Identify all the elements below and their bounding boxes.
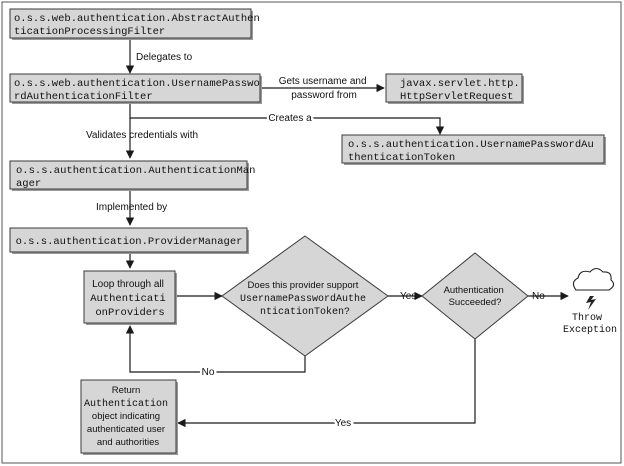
label-gets-username-1: Gets username and bbox=[279, 76, 367, 87]
provider-manager-box: o.s.s.authentication.ProviderManager bbox=[9, 227, 249, 254]
return-line-4: authenticated user bbox=[87, 424, 165, 435]
succeeded-line-1: Authentication bbox=[444, 285, 504, 296]
svg-text:o.s.s.authentication.Authentic: o.s.s.authentication.AuthenticationMan a… bbox=[16, 165, 262, 190]
http-request-line-1: javax.servlet.http. bbox=[400, 78, 520, 90]
svg-text:Return Authentication: Return Authentication object indicating … bbox=[84, 380, 172, 448]
auth-manager-box: o.s.s.authentication.AuthenticationMan a… bbox=[9, 160, 262, 191]
loop-line-2: Authenticati bbox=[90, 293, 166, 305]
abstract-filter-box: o.s.s.web.authentication.AbstractAuthen … bbox=[9, 8, 266, 40]
token-line-2: thenticationToken bbox=[348, 152, 455, 164]
provider-manager-label: o.s.s.authentication.ProviderManager bbox=[16, 236, 243, 248]
return-line-3: object indicating bbox=[92, 411, 160, 422]
label-creates-a: Creates a bbox=[268, 113, 312, 124]
label-validates: Validates credentials with bbox=[86, 130, 198, 141]
label-implemented-by: Implemented by bbox=[96, 202, 167, 213]
username-filter-line-2: rdAuthenticationFilter bbox=[14, 91, 153, 103]
label-yes-supports: Yes bbox=[400, 291, 416, 302]
lightning-bolt-icon bbox=[586, 296, 596, 310]
svg-text:o.s.s.authentication.UsernameP: o.s.s.authentication.UsernamePasswordAu … bbox=[348, 139, 600, 164]
username-filter-line-1: o.s.s.web.authentication.UsernamePasswo bbox=[14, 78, 260, 90]
return-line-1: Return bbox=[112, 385, 141, 396]
username-filter-box: o.s.s.web.authentication.UsernamePasswo … bbox=[9, 73, 266, 104]
svg-text:Authentication Succeeded: Authentication Succeeded? bbox=[444, 285, 507, 308]
svg-text:Loop through all Authent: Loop through all Authenticati onProvider… bbox=[90, 274, 170, 319]
return-line-5: and authorities bbox=[97, 437, 160, 448]
auth-manager-line-1: o.s.s.authentication.AuthenticationMan bbox=[16, 165, 255, 177]
exception-cloud-icon bbox=[572, 267, 615, 310]
auth-manager-line-2: ager bbox=[16, 178, 41, 190]
edge-creates-a bbox=[129, 101, 445, 135]
supports-line-2: UsernamePasswordAuthe bbox=[240, 293, 366, 305]
return-line-2: Authentication bbox=[84, 398, 168, 410]
edge-yes-succeeded bbox=[177, 339, 476, 428]
http-request-box: javax.servlet.http. HttpServletRequest bbox=[385, 73, 526, 104]
succeeded-line-2: Succeeded? bbox=[449, 297, 502, 308]
return-auth-box: Return Authentication object indicating … bbox=[80, 379, 178, 455]
supports-line-3: nticationToken? bbox=[260, 306, 350, 318]
token-box: o.s.s.authentication.UsernamePasswordAu … bbox=[341, 134, 606, 165]
abstract-filter-line-2: ticationProcessingFilter bbox=[14, 26, 165, 38]
label-no-supports: No bbox=[202, 367, 215, 378]
supports-line-1: Does this provider support bbox=[248, 280, 359, 291]
exception-line-2: Exception bbox=[563, 324, 617, 336]
loop-line-3: onProviders bbox=[95, 307, 164, 319]
succeeded-decision: Authentication Succeeded? bbox=[421, 252, 529, 340]
svg-text:Gets username and password: Gets username and password from bbox=[279, 76, 370, 101]
loop-line-1: Loop through all bbox=[92, 279, 164, 290]
svg-text:Throw Exception: Throw Exception bbox=[563, 312, 617, 336]
exception-line-1: Throw bbox=[572, 312, 602, 324]
label-delegates-to: Delegates to bbox=[136, 52, 193, 63]
label-no-succeeded: No bbox=[532, 291, 545, 302]
label-yes-succeeded: Yes bbox=[335, 418, 351, 429]
http-request-line-2: HttpServletRequest bbox=[400, 91, 513, 103]
loop-providers-box: Loop through all Authenticati onProvider… bbox=[83, 270, 177, 325]
abstract-filter-line-1: o.s.s.web.authentication.AbstractAuthen bbox=[14, 13, 260, 25]
svg-text:Does this provider support: Does this provider support UsernamePassw… bbox=[240, 275, 370, 318]
token-line-1: o.s.s.authentication.UsernamePasswordAu bbox=[348, 139, 594, 151]
svg-text:o.s.s.web.authentication.Abstr: o.s.s.web.authentication.AbstractAuthen … bbox=[14, 13, 266, 38]
edge-no-supports bbox=[125, 325, 306, 373]
svg-text:javax.servlet.http. Http: javax.servlet.http. HttpServletRequest bbox=[400, 78, 526, 103]
svg-text:o.s.s.web.authentication.Usern: o.s.s.web.authentication.UsernamePasswo … bbox=[14, 78, 266, 103]
label-gets-username-2: password from bbox=[291, 90, 357, 101]
supports-decision: Does this provider support UsernamePassw… bbox=[221, 235, 389, 357]
